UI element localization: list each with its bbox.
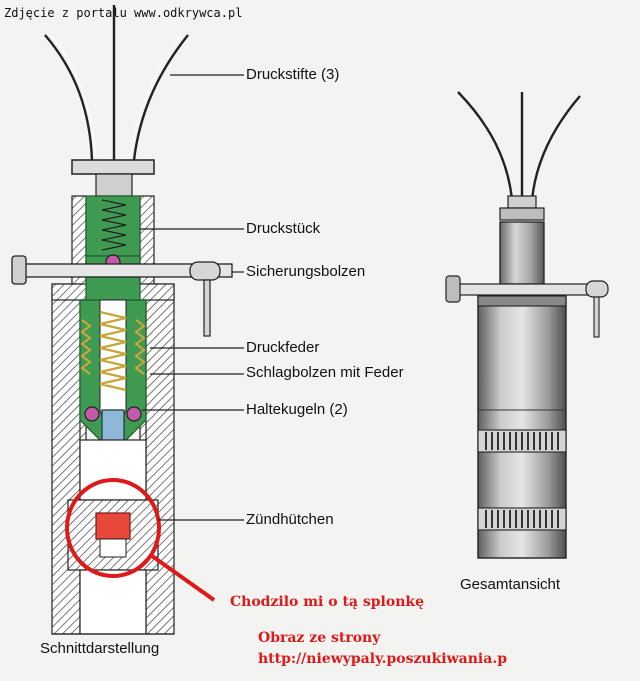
- pressure-piece: [85, 195, 141, 257]
- upper-spring: [101, 199, 127, 251]
- annotation-source-line1: Obraz ze strony: [258, 630, 381, 646]
- label-druckstueck: Druckstück: [246, 220, 321, 237]
- striker-spring: [99, 310, 127, 392]
- label-schnittdarstellung: Schnittdarstellung: [40, 640, 160, 657]
- leader-lines: [140, 74, 244, 521]
- highlight-circle: [65, 478, 161, 578]
- safety-bolt: [11, 255, 233, 337]
- cap-plate: [71, 159, 155, 175]
- cross-section-drawing: [11, 5, 233, 635]
- primer-cap: [95, 512, 131, 558]
- label-haltekugeln: Haltekugeln (2): [246, 401, 348, 418]
- holding-ball-right: [126, 406, 142, 422]
- source-credit: Zdjęcie z portalu www.odkrywca.pl: [4, 6, 243, 20]
- knurl-band-lower: [477, 507, 567, 531]
- highlight-arrow: [150, 554, 216, 602]
- annotation-note: Chodzilo mi o tą splonkę: [230, 594, 424, 610]
- label-schlagbolzen: Schlagbolzen mit Feder: [246, 364, 404, 381]
- label-druckfeder: Druckfeder: [246, 339, 320, 356]
- annotation-source-line2: http://niewypaly.poszukiwania.p: [258, 651, 507, 667]
- label-sicherungsbolzen: Sicherungsbolzen: [246, 263, 366, 280]
- label-druckstifte: Druckstifte (3): [246, 66, 340, 83]
- holding-ball-left: [84, 406, 100, 422]
- knurl-band-upper: [477, 429, 567, 453]
- label-zuendhuetchen: Zündhütchen: [246, 511, 334, 528]
- label-gesamtansicht: Gesamtansicht: [460, 576, 561, 593]
- external-view-drawing: [445, 91, 609, 559]
- pressure-pins: [44, 5, 189, 161]
